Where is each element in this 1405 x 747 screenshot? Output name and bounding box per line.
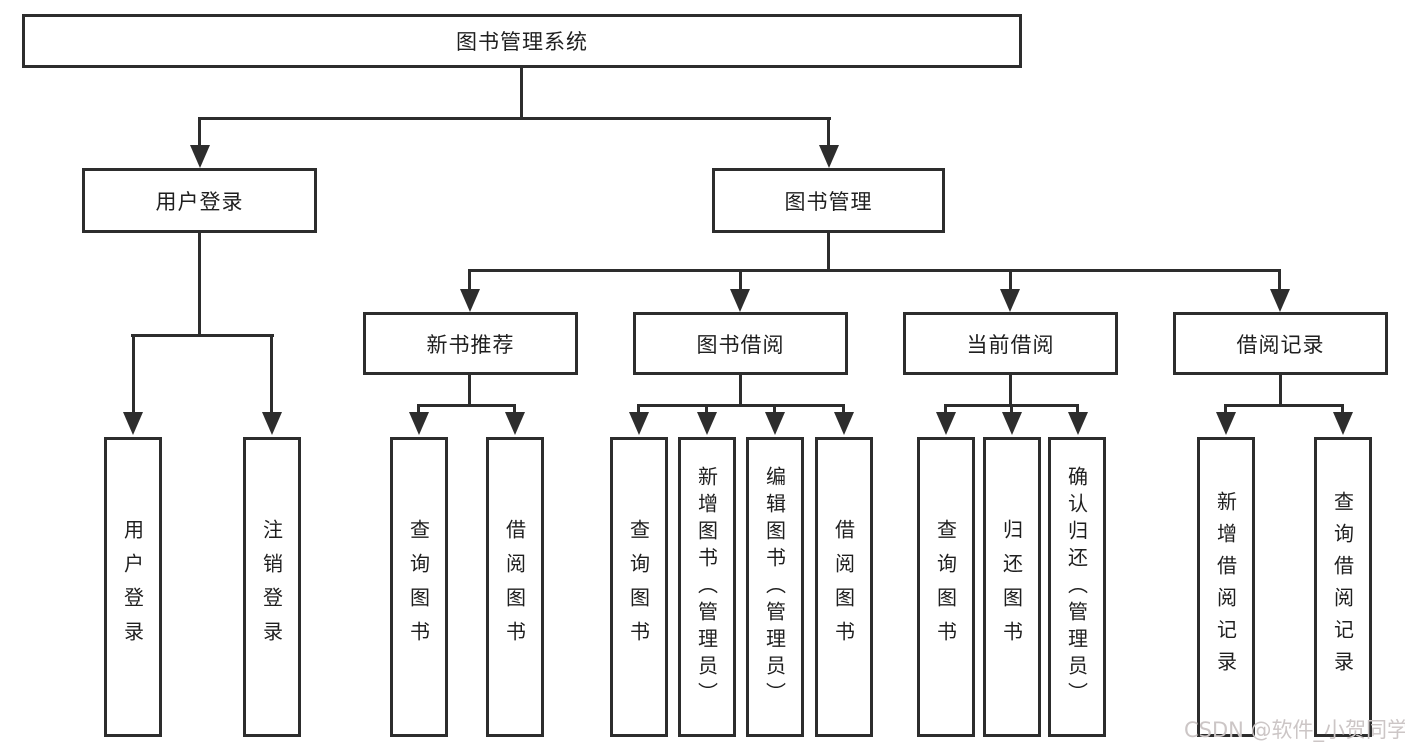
node-book-management: 图书管理 (712, 168, 945, 233)
connector-line (827, 117, 830, 148)
arrow-down-icon (1002, 412, 1022, 435)
leaf-add-borrow-record: 新增借阅记录 (1197, 437, 1255, 737)
node-user-login: 用户登录 (82, 168, 317, 233)
arrow-down-icon (629, 412, 649, 435)
node-new-book-recommend: 新书推荐 (363, 312, 578, 375)
node-current-borrow: 当前借阅 (903, 312, 1118, 375)
connector-line (417, 404, 420, 414)
connector-line (739, 269, 742, 291)
arrow-down-icon (730, 289, 750, 312)
connector-line (513, 404, 516, 414)
arrow-down-icon (505, 412, 525, 435)
connector-line (842, 404, 845, 414)
arrow-down-icon (936, 412, 956, 435)
node-book-borrow: 图书借阅 (633, 312, 848, 375)
node-borrow-records: 借阅记录 (1173, 312, 1388, 375)
connector-line (198, 233, 201, 336)
connector-line (468, 269, 1281, 272)
connector-line (773, 404, 776, 414)
connector-line (132, 334, 135, 414)
connector-line (468, 375, 471, 406)
connector-line (1010, 404, 1013, 414)
leaf-query-books-borrow: 查询图书 (610, 437, 668, 737)
arrow-down-icon (123, 412, 143, 435)
arrow-down-icon (765, 412, 785, 435)
csdn-watermark: CSDN @软件_小贺同学 (1184, 718, 1405, 742)
arrow-down-icon (1000, 289, 1020, 312)
connector-line (417, 404, 516, 407)
leaf-edit-book-admin: 编辑图书（管理员） (746, 437, 804, 737)
connector-line (468, 269, 471, 291)
connector-line (1009, 375, 1012, 406)
connector-line (1009, 269, 1012, 291)
connector-line (739, 375, 742, 406)
arrow-down-icon (834, 412, 854, 435)
connector-line (270, 334, 273, 414)
connector-line (520, 68, 523, 118)
connector-line (1224, 404, 1227, 414)
leaf-return-books: 归还图书 (983, 437, 1041, 737)
leaf-confirm-return-admin: 确认归还（管理员） (1048, 437, 1106, 737)
connector-line (1224, 404, 1343, 407)
arrow-down-icon (697, 412, 717, 435)
leaf-user-login: 用户登录 (104, 437, 162, 737)
arrow-down-icon (1333, 412, 1353, 435)
leaf-query-books-current: 查询图书 (917, 437, 975, 737)
leaf-add-book-admin: 新增图书（管理员） (678, 437, 736, 737)
node-root-system: 图书管理系统 (22, 14, 1022, 68)
leaf-borrow-books-borrow: 借阅图书 (815, 437, 873, 737)
connector-line (705, 404, 708, 414)
arrow-down-icon (1270, 289, 1290, 312)
leaf-logout: 注销登录 (243, 437, 301, 737)
connector-line (198, 117, 201, 148)
connector-line (1279, 375, 1282, 406)
arrow-down-icon (819, 145, 839, 168)
arrow-down-icon (409, 412, 429, 435)
leaf-query-books-recommend: 查询图书 (390, 437, 448, 737)
arrow-down-icon (1068, 412, 1088, 435)
connector-line (637, 404, 640, 414)
connector-line (131, 334, 274, 337)
arrow-down-icon (190, 145, 210, 168)
arrow-down-icon (1216, 412, 1236, 435)
connector-line (637, 404, 845, 407)
connector-line (1341, 404, 1344, 414)
leaf-query-borrow-record: 查询借阅记录 (1314, 437, 1372, 737)
connector-line (1076, 404, 1079, 414)
connector-line (1278, 269, 1281, 291)
connector-line (198, 117, 831, 120)
arrow-down-icon (262, 412, 282, 435)
connector-line (944, 404, 947, 414)
arrow-down-icon (460, 289, 480, 312)
leaf-borrow-books-recommend: 借阅图书 (486, 437, 544, 737)
connector-line (827, 233, 830, 271)
